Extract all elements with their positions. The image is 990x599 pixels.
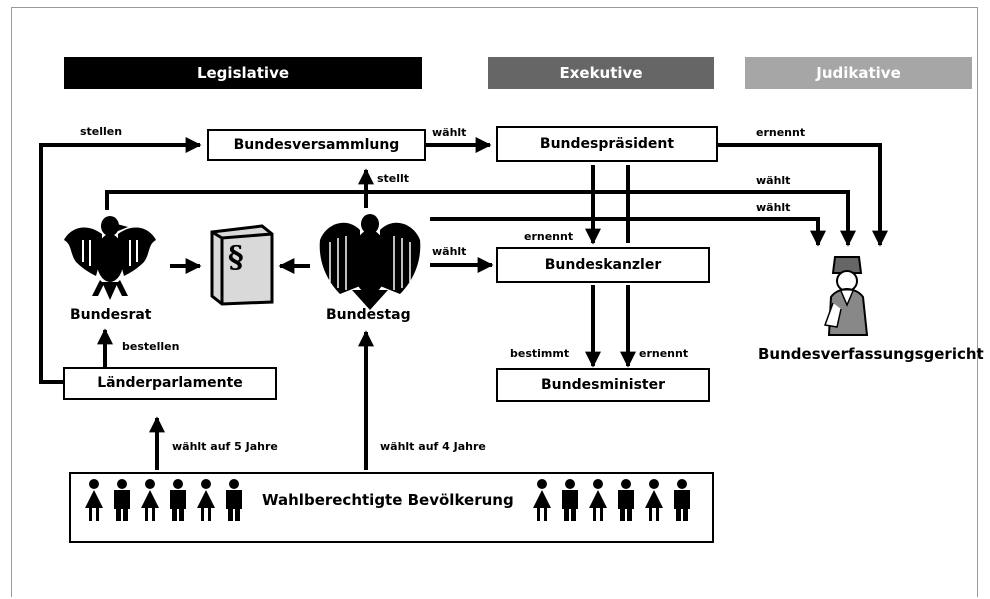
people-left-icon — [85, 479, 242, 521]
edge-bt-bvg — [430, 217, 826, 247]
edge-stellen — [39, 137, 202, 384]
bundestag-label: Bundestag — [326, 307, 411, 323]
label-waehlt-4: wählt auf 4 Jahre — [380, 440, 486, 453]
label-ernennt-bk: ernennt — [524, 230, 574, 243]
bundespraesident-box: Bundespräsident — [496, 126, 718, 162]
label-waehlt-bt-bvg: wählt — [756, 201, 791, 214]
label-stellt: stellt — [377, 172, 410, 185]
bundesversammlung-box: Bundesversammlung — [207, 129, 426, 161]
bundesverfassungsgericht-label: Bundesverfassungsgericht — [758, 345, 984, 363]
label-stellen: stellen — [80, 125, 123, 138]
bundesrat-eagle-icon — [64, 216, 156, 300]
bundeskanzler-box: Bundeskanzler — [496, 247, 710, 283]
label-waehlt-bk: wählt — [432, 245, 467, 258]
label-waehlt-br-bvg: wählt — [756, 174, 791, 187]
law-paragraph-symbol: § — [228, 240, 244, 275]
label-ernennt-bm: ernennt — [639, 347, 689, 360]
people-right-icon — [533, 479, 690, 521]
label-waehlt-bp: wählt — [432, 126, 467, 139]
label-ernennt-bvg: ernennt — [756, 126, 806, 139]
label-waehlt-5: wählt auf 5 Jahre — [172, 440, 278, 453]
bevoelkerung-label: Wahlberechtigte Bevölkerung — [262, 491, 514, 509]
header-executive: Exekutive — [488, 57, 714, 89]
diagram-frame — [11, 7, 978, 597]
header-legislative: Legislative — [64, 57, 422, 89]
laenderparlamente-box: Länderparlamente — [63, 367, 277, 400]
label-bestimmt: bestimmt — [510, 347, 570, 360]
bundesminister-box: Bundesminister — [496, 368, 710, 402]
bundestag-eagle-icon — [319, 214, 421, 310]
label-bestellen: bestellen — [122, 340, 180, 353]
law-book-icon — [210, 224, 274, 306]
header-judicative: Judikative — [745, 57, 972, 89]
edge-bp-bvg — [718, 143, 888, 247]
bundesrat-label: Bundesrat — [70, 307, 152, 323]
edge-br-bvg — [105, 190, 856, 247]
judge-icon — [823, 256, 869, 336]
